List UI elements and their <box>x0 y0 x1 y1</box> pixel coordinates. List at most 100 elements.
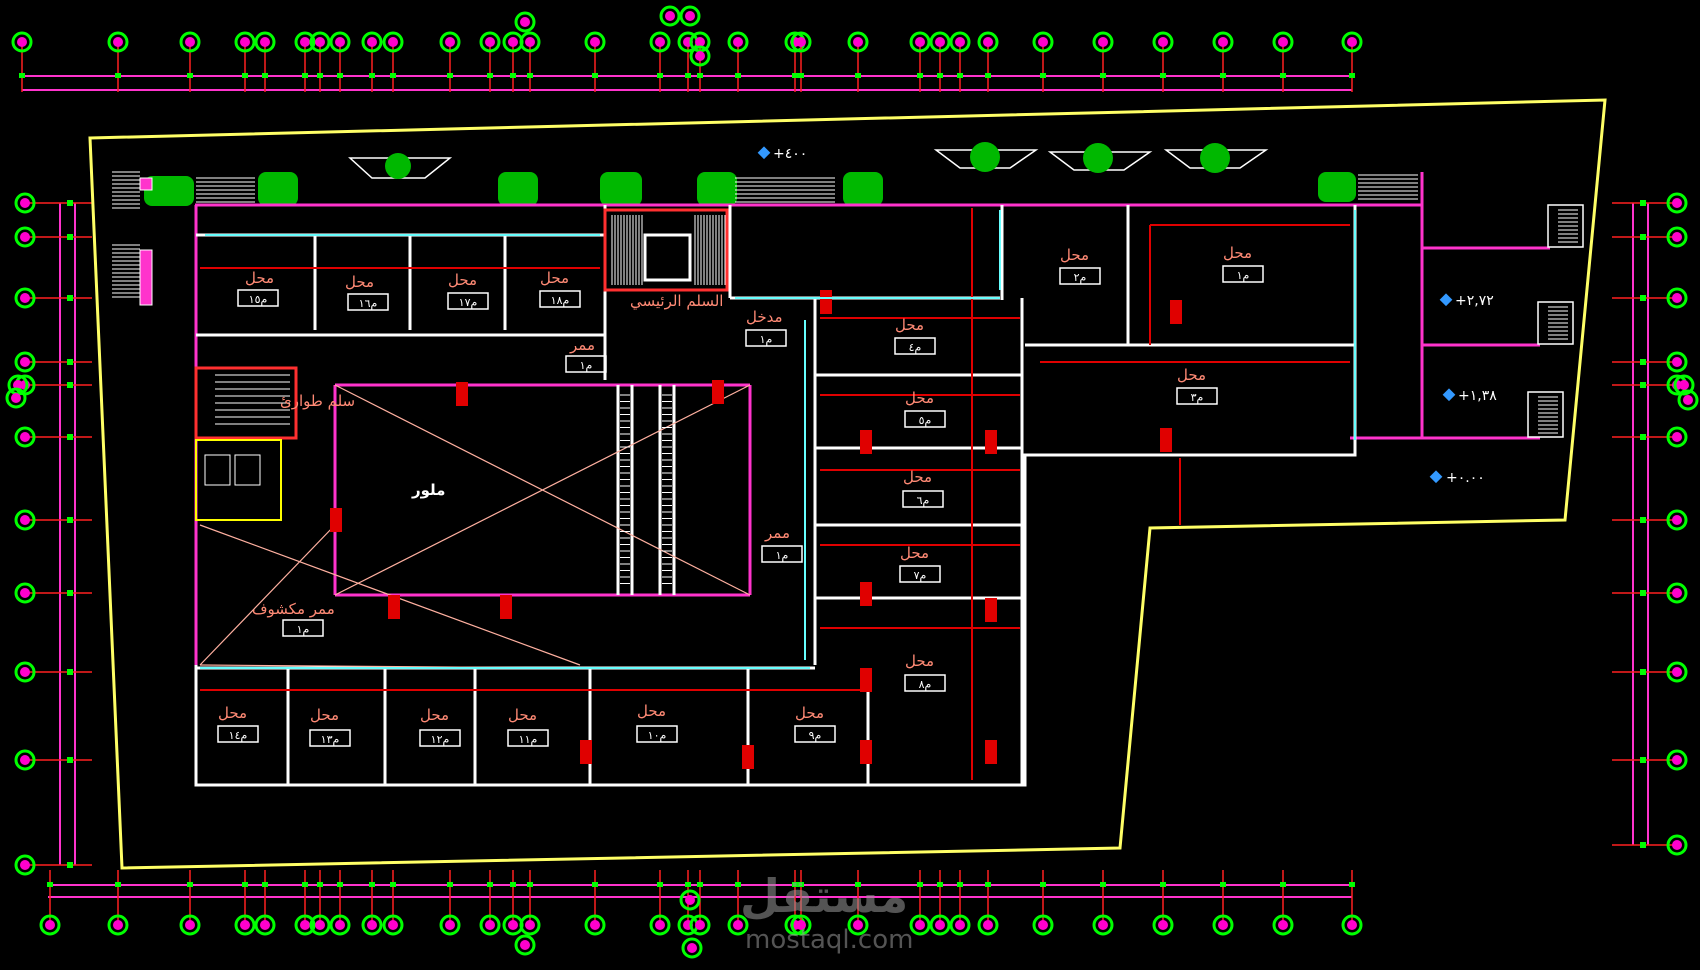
axis-bubble <box>254 914 276 936</box>
axis-bubble-core <box>1278 37 1288 47</box>
trees <box>144 142 1356 206</box>
axis-bubble-core <box>20 232 30 242</box>
axis-bubble-core <box>20 357 30 367</box>
axis-bubble-core <box>20 293 30 303</box>
tree-icon <box>144 176 194 206</box>
room-tag-number: م١ <box>580 359 593 372</box>
axis-bubble <box>294 31 316 53</box>
axis-bubble <box>909 914 931 936</box>
corridor-label: ممر <box>569 336 595 354</box>
axis-bubble-core <box>935 920 945 930</box>
axis-bubble <box>949 914 971 936</box>
shop-tag: م٩ <box>794 725 836 743</box>
level-diamond-icon <box>1429 470 1443 484</box>
axis-bubble <box>439 31 461 53</box>
room-labels: محل محل محل محل محل محل محل محل محل محل … <box>218 244 1252 724</box>
tree-icon <box>385 153 411 179</box>
shop-label: محل <box>905 652 934 670</box>
level-markers: +٤٠٠ +٢,٧٢ +١,٣٨ +٠.٠٠ <box>757 146 1497 486</box>
shop-label: محل <box>540 269 569 287</box>
axis-bubble-core <box>367 920 377 930</box>
axis-bubble <box>1212 914 1234 936</box>
shop-tag: م١١ <box>507 729 549 747</box>
shop-label: محل <box>637 702 666 720</box>
shop-label: محل <box>900 544 929 562</box>
axis-bubble-core <box>590 37 600 47</box>
void-label: ملور <box>411 481 445 499</box>
room-tag-box <box>745 329 787 347</box>
axis-bubble <box>382 914 404 936</box>
column-block <box>860 430 872 454</box>
shop-tag-box <box>217 725 259 743</box>
shop-tag: م٨ <box>904 674 946 692</box>
level-diamond-icon <box>757 146 771 160</box>
axis-bubble <box>14 426 36 448</box>
axis-bubble <box>1666 749 1688 771</box>
axis-marker <box>67 200 73 206</box>
axis-grid-right <box>1612 192 1699 856</box>
axis-bubble-core <box>1672 432 1682 442</box>
shop-label: محل <box>345 273 374 291</box>
axis-marker <box>657 73 663 78</box>
axis-bubble <box>1212 31 1234 53</box>
axis-bubble <box>329 914 351 936</box>
axis-bubble-core <box>445 920 455 930</box>
shop-label: محل <box>1177 366 1206 384</box>
axis-marker <box>447 882 453 887</box>
axis-marker <box>1640 590 1646 596</box>
axis-marker <box>1640 200 1646 206</box>
shop-tag-box <box>1176 387 1218 405</box>
shop-tag: م١٤ <box>217 725 259 743</box>
column-block <box>1170 300 1182 324</box>
axis-bubble-core <box>485 37 495 47</box>
axis-bubble-core <box>655 37 665 47</box>
axis-marker <box>1160 882 1166 887</box>
axis-marker <box>735 73 741 78</box>
axis-bubble <box>11 31 33 53</box>
axis-marker <box>798 73 804 78</box>
axis-marker <box>369 882 375 887</box>
entrance-label: مدخل <box>746 308 783 326</box>
axis-bubble <box>254 31 276 53</box>
partition-lines <box>200 208 1350 780</box>
room-tag-box <box>761 545 803 563</box>
axis-marker <box>67 434 73 440</box>
axis-marker <box>187 882 193 887</box>
axis-marker <box>510 73 516 78</box>
shop-label: محل <box>310 706 339 724</box>
axis-bubble <box>519 31 541 53</box>
axis-bubble <box>727 31 749 53</box>
axis-bubble-core <box>1038 37 1048 47</box>
axis-bubble <box>909 31 931 53</box>
room-tag: م١ <box>745 329 787 347</box>
axis-marker <box>390 73 396 78</box>
axis-bubble-core <box>695 51 705 61</box>
axis-marker <box>1160 73 1166 78</box>
axis-marker <box>1640 434 1646 440</box>
level-right-upper: +٢,٧٢ <box>1455 293 1494 309</box>
shop-number: م١٢ <box>431 733 450 746</box>
axis-bubble-core <box>1672 357 1682 367</box>
shop-number: م١١ <box>519 733 538 746</box>
axis-marker <box>1220 882 1226 887</box>
axis-bubble-core <box>983 920 993 930</box>
axis-bubble-core <box>1672 588 1682 598</box>
axis-bubble-core <box>1672 232 1682 242</box>
axis-marker <box>735 882 741 887</box>
axis-marker <box>798 882 804 887</box>
axis-bubble <box>14 509 36 531</box>
axis-marker <box>487 73 493 78</box>
axis-bubble-core <box>260 920 270 930</box>
axis-bubble <box>1677 389 1699 411</box>
axis-bubble-core <box>335 920 345 930</box>
shop-number: م٩ <box>809 729 822 742</box>
axis-bubble-core <box>983 37 993 47</box>
axis-bubble <box>14 661 36 683</box>
shop-number: م١٧ <box>459 296 478 309</box>
axis-bubble <box>519 914 541 936</box>
column-block <box>712 380 724 404</box>
axis-bubble-core <box>955 37 965 47</box>
axis-bubble <box>329 31 351 53</box>
shop-number: م١٥ <box>249 293 268 306</box>
